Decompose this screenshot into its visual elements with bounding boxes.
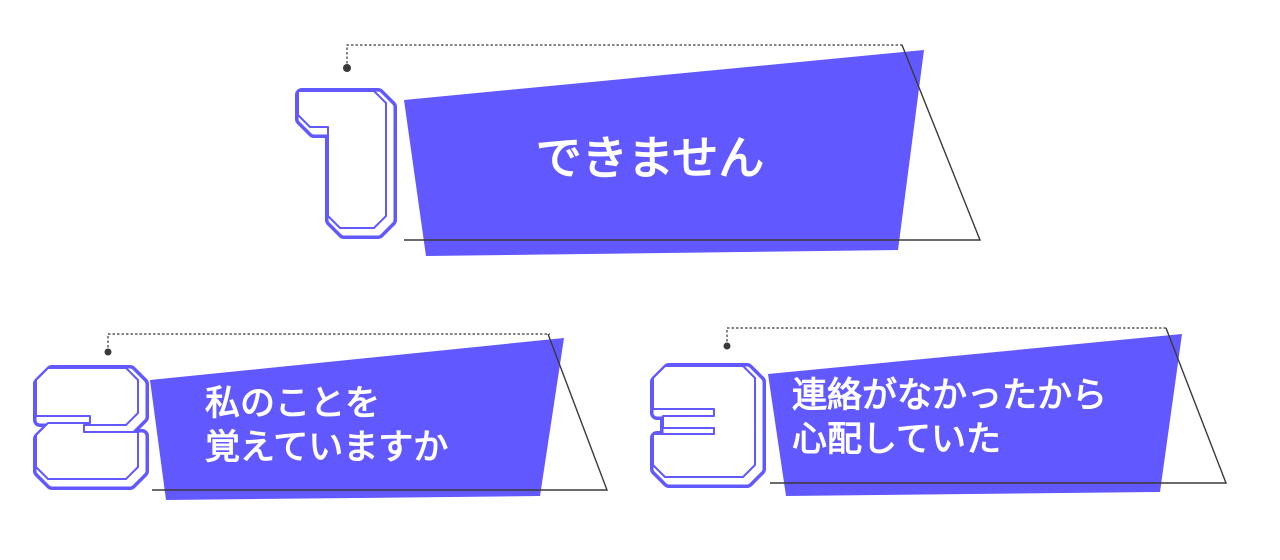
card-2 [36, 333, 609, 500]
card-2-label: 私のことを 覚えていますか [205, 382, 448, 470]
outline-line [152, 333, 609, 491]
outline-line [770, 327, 1228, 484]
card-2-label-line-1: 私のことを [205, 384, 381, 424]
card-3 [653, 327, 1228, 496]
ribbon-shape [404, 50, 924, 256]
card-3-label-line-1: 連絡がなかったから [792, 376, 1108, 416]
dotted-bracket-line [346, 44, 904, 68]
dotted-bracket-line [107, 333, 550, 352]
card-2-label-line-2: 覚えていますか [205, 428, 449, 468]
ribbon-shape [150, 338, 564, 500]
card-1-label: できません [500, 128, 800, 188]
outline-line [404, 44, 982, 241]
bracket-dot [723, 342, 731, 350]
number-badge-1 [298, 91, 390, 232]
bracket-dot [104, 348, 112, 356]
ribbon-shape [768, 334, 1182, 496]
dotted-bracket-line [726, 327, 1168, 346]
bracket-dot [343, 64, 351, 72]
card-1-label-line-1: できません [535, 131, 765, 185]
card-3-label: 連絡がなかったから 心配していた [792, 374, 1107, 462]
number-badge-3 [653, 366, 759, 481]
card-1 [298, 44, 982, 256]
card-3-label-line-2: 心配していた [792, 420, 1001, 460]
number-badge-2 [36, 368, 142, 483]
